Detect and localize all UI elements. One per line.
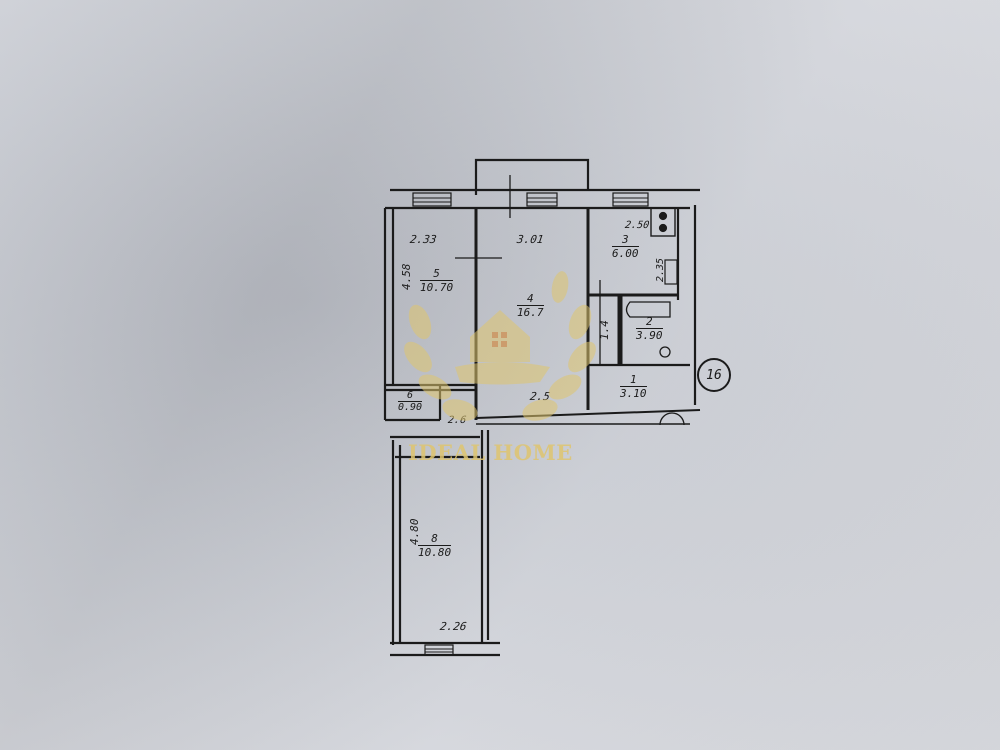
- room-6-number: 6: [398, 390, 423, 402]
- dimension-room3-length: 2.35: [655, 257, 666, 282]
- dimension-room8-width: 2.26: [439, 620, 468, 633]
- room-2-number: 2: [636, 315, 663, 329]
- dimension-room3-width: 2.50: [624, 220, 650, 231]
- room-3-number: 3: [612, 233, 639, 247]
- dimension-room4-width: 3.01: [516, 233, 545, 246]
- room-4-number: 4: [517, 292, 544, 306]
- house-in-hand-laurel-icon: [404, 271, 596, 421]
- room-5: 5 10.70: [420, 267, 454, 294]
- room-6-area: 0.90: [398, 402, 423, 413]
- dimension-room5-width: 2.33: [409, 233, 438, 246]
- room-1: 1 3.10: [620, 373, 647, 400]
- room-2: 2 3.90: [636, 315, 663, 342]
- room-4-area: 16.7: [517, 306, 544, 319]
- room-3: 3 6.00: [612, 233, 639, 260]
- room-1-area: 3.10: [620, 387, 647, 400]
- room-5-number: 5: [420, 267, 454, 281]
- room-2-area: 3.90: [636, 329, 663, 342]
- room-8-number: 8: [418, 532, 452, 546]
- room-6: 6 0.90: [398, 390, 423, 413]
- room-4: 4 16.7: [517, 292, 544, 319]
- stair-marker: 16: [697, 358, 731, 392]
- room-8: 8 10.80: [418, 532, 452, 559]
- room-3-area: 6.00: [612, 247, 639, 260]
- room-8-area: 10.80: [418, 546, 452, 559]
- room-5-area: 10.70: [420, 281, 454, 294]
- watermark-text: IDEAL HOME: [408, 440, 573, 465]
- room-1-number: 1: [620, 373, 647, 387]
